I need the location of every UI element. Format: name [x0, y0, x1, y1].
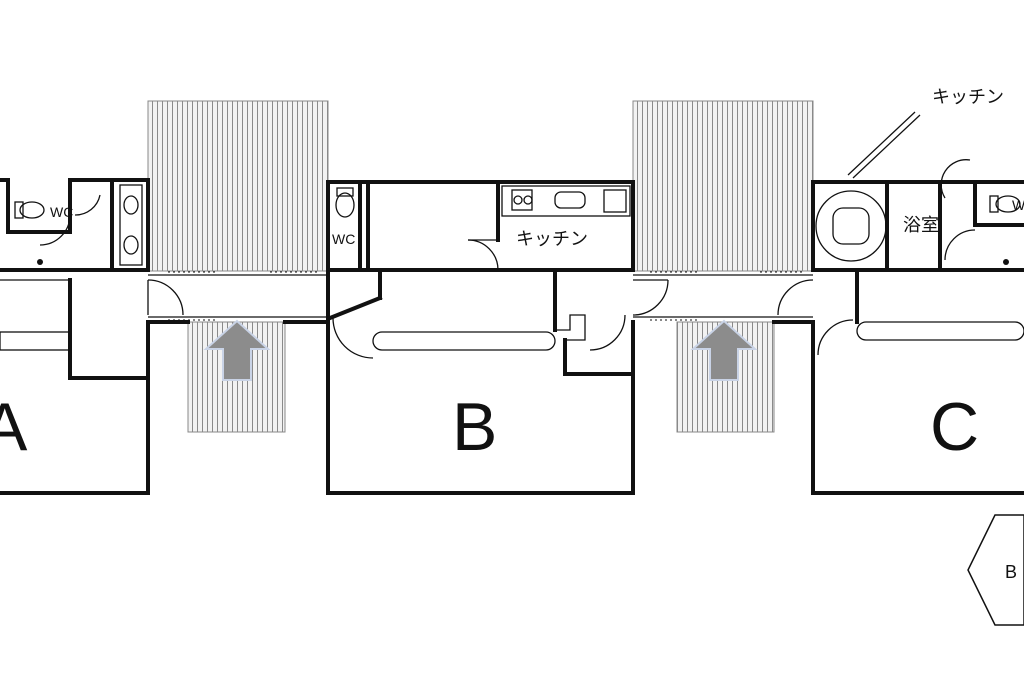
- unit-label-a: A: [0, 389, 28, 465]
- room-label-kitchen-b: キッチン: [516, 229, 588, 250]
- callout-label-kitchen: キッチン: [932, 87, 1004, 108]
- unit-label-c: C: [930, 389, 979, 465]
- courtyard-bc: [632, 100, 814, 272]
- entrance-arrow-ab: [203, 319, 271, 381]
- unit-label-b: B: [452, 389, 497, 465]
- entrance-arrow-bc: [690, 319, 758, 381]
- room-label-bath-c: 浴室: [903, 215, 939, 236]
- unit-a-walls: [0, 178, 190, 495]
- room-label-wc-b: WC: [332, 231, 355, 247]
- section-marker-hexagon: [967, 514, 1024, 626]
- unit-b-walls: [283, 180, 635, 495]
- unit-c-walls: [772, 180, 1024, 495]
- room-label-wc-left: WC: [50, 204, 73, 220]
- room-label-wc-right: W: [1012, 197, 1024, 213]
- courtyard-ab: [147, 100, 329, 272]
- section-marker-label: B: [1005, 562, 1017, 582]
